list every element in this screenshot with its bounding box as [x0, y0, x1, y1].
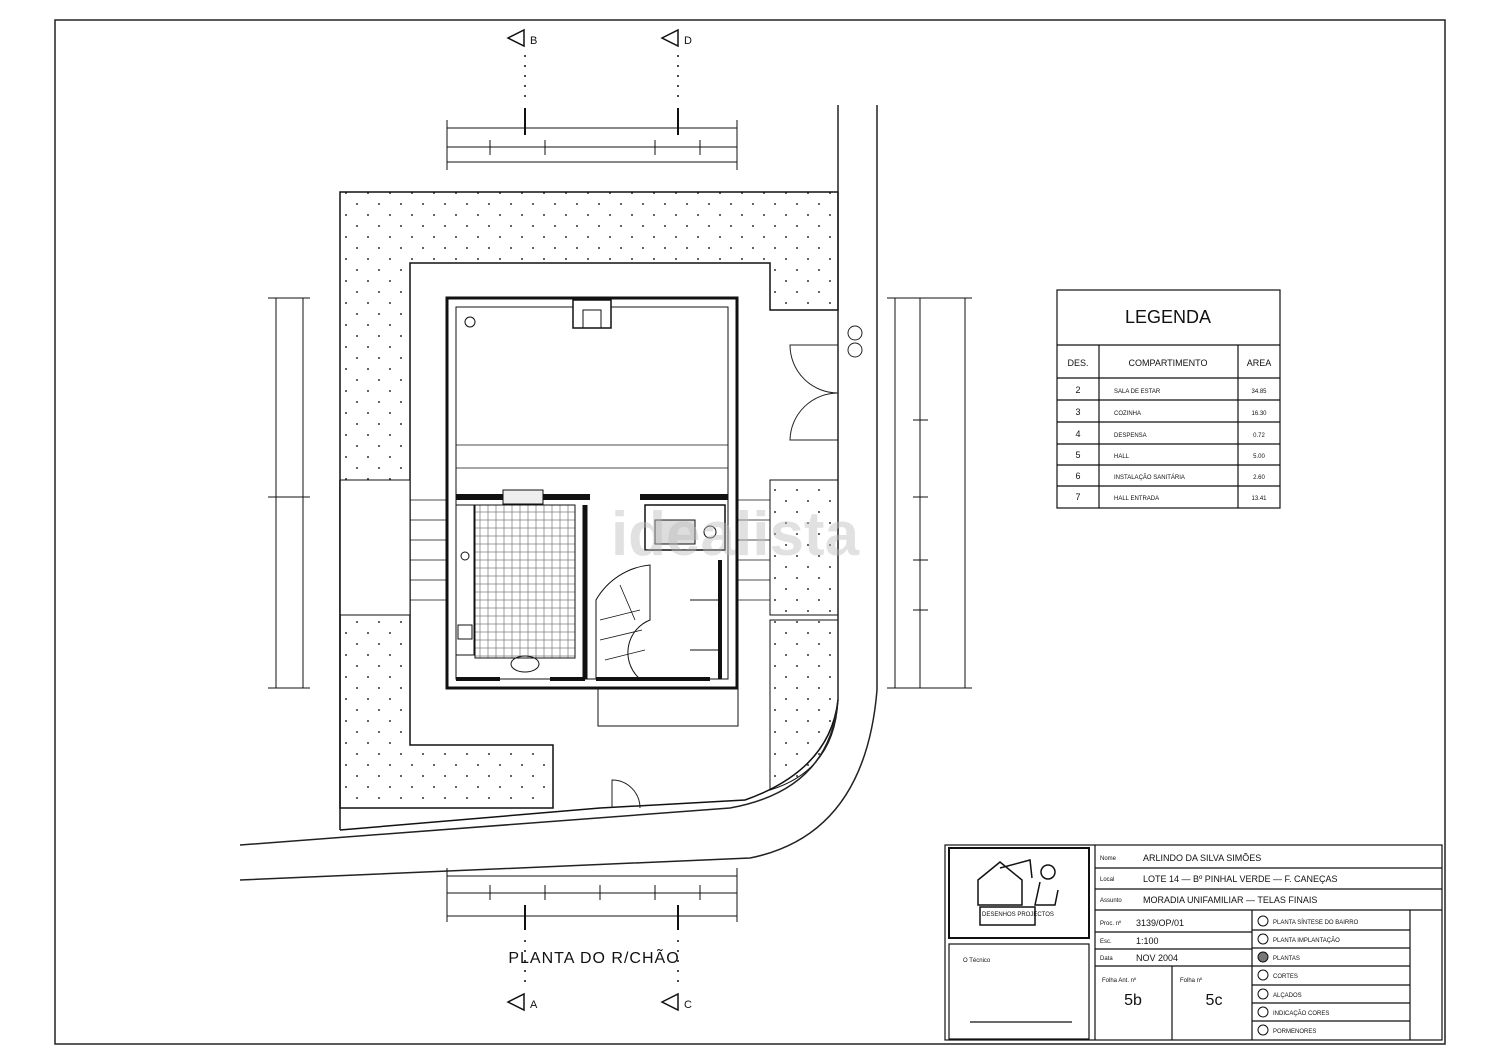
legend-des: 7	[1075, 492, 1080, 502]
company-logo	[977, 859, 1059, 926]
legend-name: DESPENSA	[1114, 433, 1147, 439]
legend-des: 3	[1075, 407, 1080, 417]
scale-label: Esc.	[1100, 939, 1112, 945]
drawing-list-label: INDICAÇÃO CORES	[1273, 1010, 1329, 1017]
legend-row: 6 INSTALAÇÃO SANITÁRIA 2.60	[1075, 471, 1265, 481]
drawing-list: PLANTA SÍNTESE DO BAIRRO PLANTA IMPLANTA…	[1257, 915, 1359, 1036]
road-curb	[239, 105, 878, 881]
section-mark-d: D	[684, 35, 692, 47]
legend-name: HALL	[1114, 454, 1130, 460]
section-mark-c: C	[684, 999, 692, 1011]
owner-label: Nome	[1100, 856, 1117, 862]
drawing-list-item-active: PLANTAS	[1257, 951, 1300, 963]
legend-des: 4	[1075, 429, 1080, 439]
legend-area: 0.72	[1253, 433, 1265, 439]
garden-area	[339, 191, 839, 831]
drawing-list-label: PLANTA SÍNTESE DO BAIRRO	[1273, 919, 1359, 926]
side-steps	[410, 499, 770, 601]
drawing-list-label: PLANTAS	[1273, 956, 1300, 962]
scale-value: 1:100	[1136, 936, 1159, 946]
title-block	[944, 844, 1443, 1041]
room-instalacao-sanitaria	[644, 504, 726, 551]
proc-label: Proc. nº	[1100, 920, 1122, 927]
plan-title: PLANTA DO R/CHÃO	[508, 947, 679, 967]
legend-name: INSTALAÇÃO SANITÁRIA	[1114, 474, 1185, 481]
legend-title: LEGENDA	[1125, 307, 1211, 327]
drawing-list-item: INDICAÇÃO CORES	[1257, 1006, 1329, 1018]
owner-value: ARLINDO DA SILVA SIMÕES	[1143, 853, 1261, 863]
watermark: idealista	[611, 500, 860, 569]
legend-row: 5 HALL 5.00	[1075, 450, 1265, 460]
legend-header-compartimento: COMPARTIMENTO	[1128, 358, 1207, 368]
drawing-list-label: PORMENORES	[1273, 1029, 1316, 1035]
drawing-list-item: PLANTA IMPLANTAÇÃO	[1257, 933, 1340, 945]
legend-area: 16.30	[1251, 411, 1267, 417]
section-marks	[506, 28, 679, 1012]
legend-name: COZINHA	[1114, 411, 1141, 417]
date-label: Data	[1100, 956, 1113, 962]
signature-label: O Técnico	[963, 958, 991, 964]
logo-caption: DESENHOS PROJECTOS	[982, 912, 1054, 918]
sheet-number-label: Folha nº	[1180, 977, 1203, 984]
location-label: Local	[1100, 877, 1114, 883]
legend-header-des: DES.	[1067, 358, 1088, 368]
dimension-lines	[268, 108, 972, 930]
legend-area: 2.60	[1253, 475, 1265, 481]
location-value: LOTE 14 — Bº PINHAL VERDE — F. CANEÇAS	[1143, 874, 1338, 884]
legend-row: 3 COZINHA 16.30	[1075, 407, 1267, 417]
sheet-border	[54, 19, 1446, 1045]
room-cozinha	[455, 504, 588, 679]
drawing-list-label: PLANTA IMPLANTAÇÃO	[1273, 937, 1340, 944]
legend-table	[1056, 289, 1281, 509]
room-hall-stair	[595, 560, 722, 680]
legend-name: SALA DE ESTAR	[1114, 389, 1161, 395]
entrance-gate	[611, 325, 863, 809]
house-footprint	[445, 296, 739, 727]
legend-row: 7 HALL ENTRADA 13.41	[1075, 492, 1267, 502]
legend-des: 2	[1075, 385, 1080, 395]
legend-row: 4 DESPENSA 0.72	[1075, 429, 1265, 439]
legend-area: 5.00	[1253, 454, 1265, 460]
drawing-list-item: CORTES	[1257, 969, 1298, 981]
section-mark-b: B	[530, 35, 537, 47]
date-value: NOV 2004	[1136, 953, 1178, 963]
drawing-list-item: PORMENORES	[1257, 1024, 1316, 1036]
drawing-list-item: PLANTA SÍNTESE DO BAIRRO	[1257, 915, 1359, 927]
drawing-list-label: ALÇADOS	[1273, 993, 1302, 999]
legend-des: 6	[1075, 471, 1080, 481]
subject-value: MORADIA UNIFAMILIAR — TELAS FINAIS	[1143, 895, 1317, 905]
legend-area: 13.41	[1251, 496, 1267, 502]
legend-row: 2 SALA DE ESTAR 34.85	[1075, 385, 1267, 395]
room-sala-de-estar	[456, 299, 728, 469]
sheet-prev-value: 5b	[1124, 992, 1142, 1009]
drawing-list-item: ALÇADOS	[1257, 988, 1302, 1000]
subject-label: Assunto	[1100, 898, 1122, 904]
section-mark-a: A	[530, 999, 538, 1011]
legend-header-area: AREA	[1247, 358, 1272, 368]
legend-area: 34.85	[1251, 389, 1267, 395]
proc-value: 3139/OP/01	[1136, 918, 1184, 928]
sheet-prev-label: Folha Ant. nº	[1102, 977, 1137, 984]
legend-des: 5	[1075, 450, 1080, 460]
drawing-list-label: CORTES	[1273, 974, 1298, 980]
sheet-number-value: 5c	[1206, 992, 1223, 1009]
legend-name: HALL ENTRADA	[1114, 496, 1159, 502]
